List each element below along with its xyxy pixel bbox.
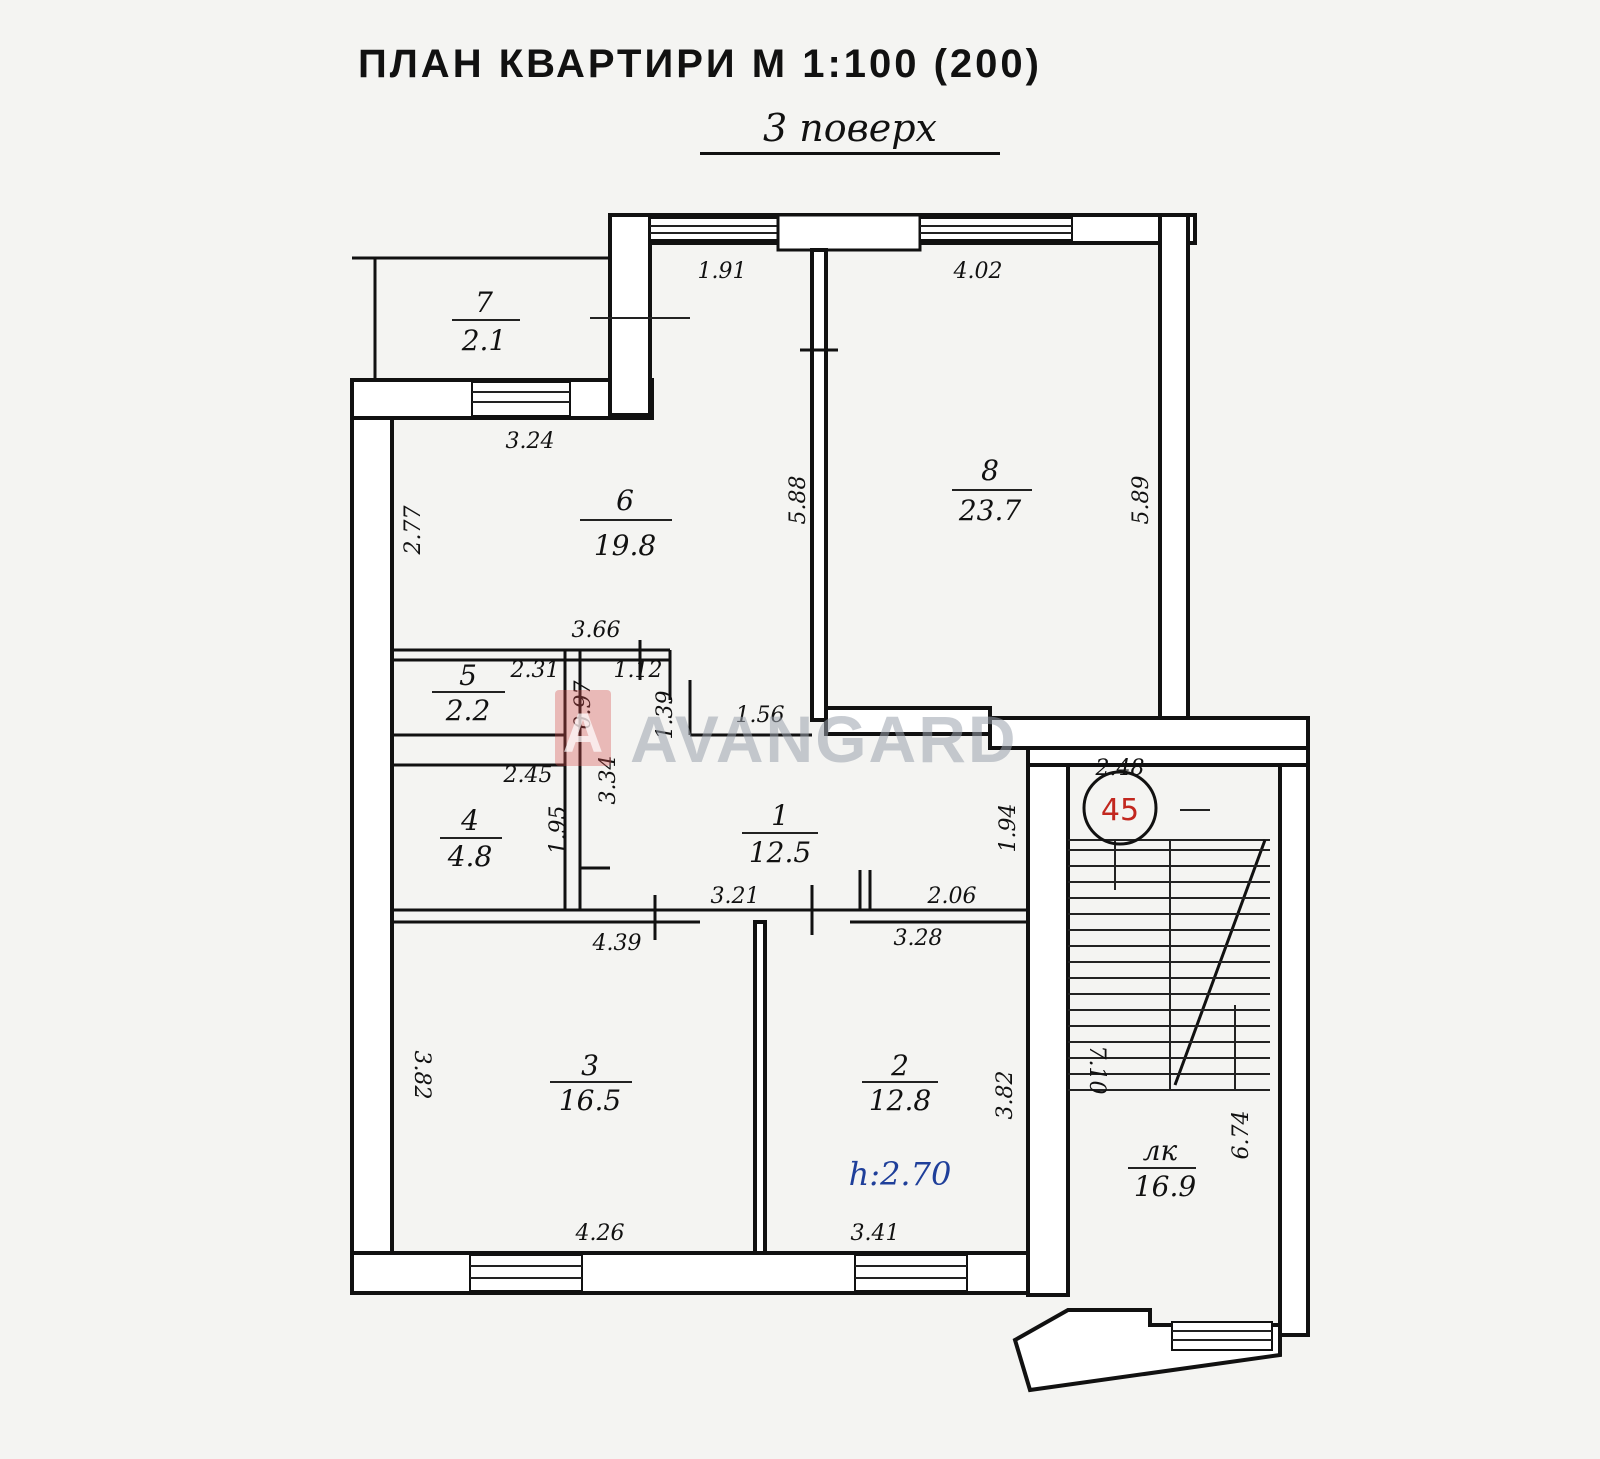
dimension-label: 3.82 xyxy=(409,1051,434,1100)
pier-room-6 xyxy=(608,213,652,417)
corridor-north-wall xyxy=(988,716,1310,750)
dimension-label: 2.77 xyxy=(401,506,426,556)
dimension-label: 3.66 xyxy=(572,618,621,643)
stamp-number: 45 xyxy=(1101,793,1139,828)
room-8-area: 23.7 xyxy=(958,494,1022,527)
dimension-label: 0.97 xyxy=(571,681,596,730)
dimension-label: 3.21 xyxy=(711,884,760,909)
stair-room-area: 16.9 xyxy=(1134,1170,1196,1203)
dimension-label: 4.39 xyxy=(592,931,642,956)
dimension-label: 7.10 xyxy=(1084,1046,1109,1095)
dimension-label: 4.02 xyxy=(953,259,1003,284)
partition-6-8 xyxy=(810,248,828,722)
dimension-label: 3.82 xyxy=(993,1071,1018,1120)
room-4-area: 4.8 xyxy=(447,840,493,873)
watermark: A AVANGARD xyxy=(555,690,1018,776)
watermark-text: AVANGARD xyxy=(630,702,1018,776)
window-room-7 xyxy=(471,381,571,417)
room-6-number: 6 xyxy=(616,484,634,517)
dimension-label: 2.06 xyxy=(927,884,977,909)
dimension-label: 1.39 xyxy=(653,691,678,740)
room-7-area: 2.1 xyxy=(461,324,507,357)
window-bottom-left xyxy=(469,1254,583,1292)
room-3-number: 3 xyxy=(581,1049,599,1082)
corridor-north-segment xyxy=(824,706,992,736)
room-labels: 7 2.1 6 19.8 8 23.7 5 2.2 4 4.8 1 12.5 3… xyxy=(432,286,1196,1203)
stair-west-wall xyxy=(1026,733,1070,1297)
plan-title: ПЛАН КВАРТИРИ М 1:100 (200) xyxy=(357,42,1042,86)
window-top-right xyxy=(919,217,1073,241)
watermark-logo xyxy=(555,690,611,766)
dimension-label: 1.94 xyxy=(996,804,1021,853)
room-5-area: 2.2 xyxy=(445,694,491,727)
window-top-left xyxy=(649,217,779,241)
stair-room-number: лк xyxy=(1143,1134,1178,1167)
right-wall-room-8 xyxy=(1158,213,1190,732)
floor-label: 3 поверх xyxy=(700,106,1000,155)
room-7-number: 7 xyxy=(475,286,493,319)
room-1-number: 1 xyxy=(771,799,789,832)
dimension-label: 3.41 xyxy=(851,1221,900,1246)
room-4-number: 4 xyxy=(460,804,479,837)
left-wall xyxy=(350,378,394,1262)
partition-3-2 xyxy=(753,920,767,1255)
dimension-label: 1.91 xyxy=(698,259,747,284)
room-8-number: 8 xyxy=(981,454,999,487)
dimension-label: 1.95 xyxy=(546,806,571,855)
top-wall-segment xyxy=(776,213,922,252)
dimension-label: 3.24 xyxy=(506,429,555,454)
dimension-label: 3.28 xyxy=(894,926,943,951)
watermark-logo-letter: A xyxy=(563,701,603,764)
interior-partitions xyxy=(392,248,1028,1255)
stair-east-wall xyxy=(1278,733,1310,1337)
stair-steps xyxy=(1068,849,1270,1075)
dimension-label: 1.56 xyxy=(736,703,785,728)
number-stamp: 45 xyxy=(1082,770,1158,846)
dimension-label: 4.26 xyxy=(575,1221,625,1246)
dimension-label: 1.12 xyxy=(614,658,663,683)
windows xyxy=(469,213,1273,1351)
balcony-room-7 xyxy=(352,256,690,380)
dimension-label: 6.74 xyxy=(1229,1111,1254,1160)
dimension-label: 2.45 xyxy=(503,763,553,788)
dimension-label: 3.34 xyxy=(596,756,621,805)
room-5-number: 5 xyxy=(459,659,477,692)
dimension-label: 5.88 xyxy=(786,476,811,525)
ceiling-height-note: h:2.70 xyxy=(849,1155,952,1193)
room-6-area: 19.8 xyxy=(594,529,656,562)
dimension-label: 2.31 xyxy=(510,658,560,683)
room-2-number: 2 xyxy=(890,1049,909,1082)
room-1-area: 12.5 xyxy=(749,836,811,869)
window-bottom-right xyxy=(854,1254,968,1292)
room-3-area: 16.5 xyxy=(559,1084,621,1117)
window-stair xyxy=(1171,1321,1273,1351)
dimension-label: 5.89 xyxy=(1129,476,1154,525)
room-2-area: 12.8 xyxy=(869,1084,931,1117)
